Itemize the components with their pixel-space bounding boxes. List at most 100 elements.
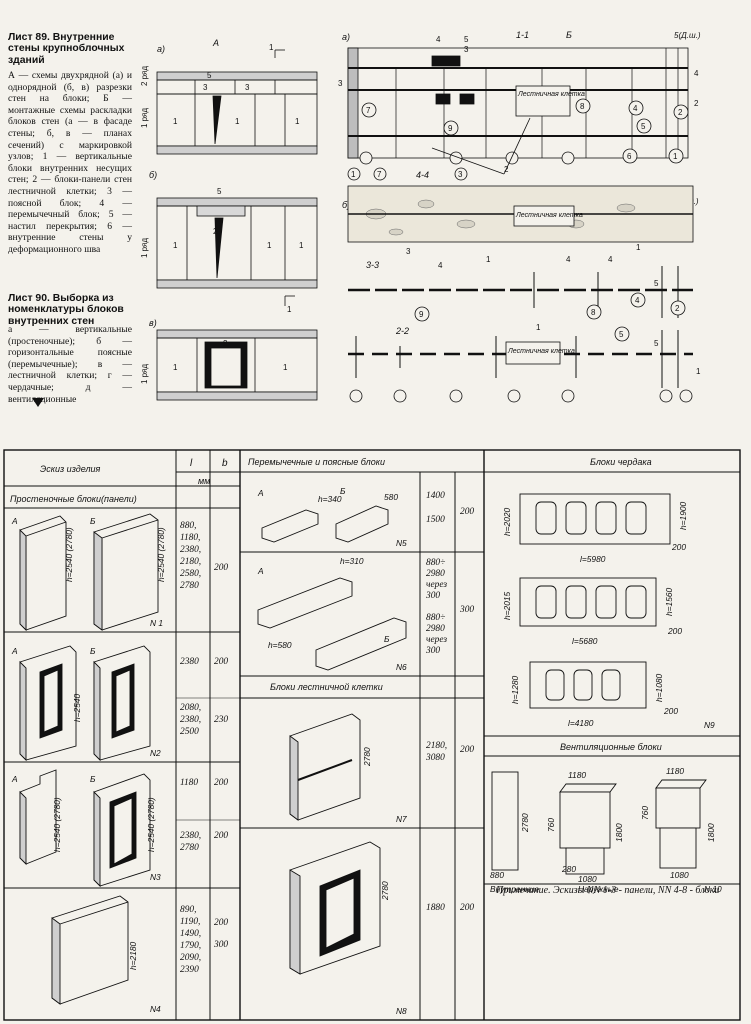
- sketch-n8: [289, 841, 381, 975]
- sec-prost: Простеночные блоки(панели): [10, 494, 137, 504]
- row1-label: 1 ряд: [140, 108, 149, 128]
- s1-l: 2180, 3080: [426, 741, 448, 763]
- svg-text:2780: 2780: [380, 881, 390, 901]
- svg-text:3: 3: [458, 170, 463, 179]
- crack-b: [214, 217, 224, 279]
- sketch-n3: [19, 769, 151, 888]
- label-n7: N7: [396, 814, 407, 824]
- svg-text:h=1560: h=1560: [664, 587, 674, 616]
- svg-text:580: 580: [384, 492, 398, 502]
- svg-text:5(Д.ш.): 5(Д.ш.): [674, 31, 701, 40]
- svg-text:5: 5: [654, 339, 659, 348]
- p2-l: 880÷ 2980 через 300 880÷ 2980 через 300: [426, 558, 448, 656]
- sketch-n5: [261, 505, 389, 543]
- svg-text:4: 4: [608, 255, 613, 264]
- sheet89-caption: А — схемы двухрядной (а) и однорядной (б…: [8, 70, 132, 255]
- svg-text:4: 4: [633, 104, 638, 113]
- svg-text:б): б): [342, 200, 350, 210]
- svg-text:8: 8: [580, 102, 585, 111]
- svg-text:4: 4: [462, 97, 467, 106]
- r2-b2: 230: [214, 715, 229, 725]
- r3-l2: 2380, 2780: [180, 831, 202, 853]
- svg-text:1: 1: [486, 255, 491, 264]
- svg-text:Б: Б: [90, 646, 96, 656]
- svg-text:4: 4: [694, 69, 699, 78]
- svg-text:4: 4: [436, 35, 441, 44]
- svg-text:2: 2: [675, 304, 680, 313]
- svg-text:h=1280: h=1280: [510, 675, 520, 704]
- col-l-header: l: [190, 458, 193, 469]
- svg-text:h=2540 (2780): h=2540 (2780): [52, 797, 62, 852]
- slab-v-bottom: [156, 391, 318, 401]
- svg-text:А: А: [11, 646, 18, 656]
- slab-b-top: [156, 197, 318, 207]
- svg-text:А: А: [257, 566, 264, 576]
- section-1-1: 1-1: [516, 30, 529, 40]
- scheme-v-label: в): [149, 318, 157, 328]
- svg-text:Лестничная клетка: Лестничная клетка: [515, 212, 583, 219]
- svg-text:h=1080: h=1080: [654, 673, 664, 702]
- table-note: Примечание. Эскизы NN 1-3 - панели, NN 4…: [496, 885, 720, 896]
- label-n2: N2: [150, 748, 161, 758]
- stair-label-1: Лестничная клетка: [517, 91, 585, 98]
- sheet90-caption: а — вертикальные (простеночные); б — гор…: [8, 324, 132, 405]
- svg-text:1: 1: [173, 117, 178, 126]
- sheet89-title: Лист 89. Внутренние стены крупноблочных …: [8, 32, 125, 66]
- svg-text:h=2540 (2780): h=2540 (2780): [156, 527, 166, 582]
- svg-text:1180: 1180: [666, 766, 684, 776]
- col-b-header: b: [222, 458, 228, 469]
- sketch-n9: [519, 493, 671, 709]
- continue-arrow-icon: [32, 398, 44, 407]
- svg-text:3: 3: [245, 83, 250, 92]
- svg-text:1: 1: [295, 117, 300, 126]
- svg-text:2: 2: [223, 339, 228, 348]
- svg-text:h=580: h=580: [268, 640, 292, 650]
- section-3-3: 3-3: [366, 260, 379, 270]
- r1-b: 200: [214, 563, 229, 573]
- label-inner: Внутренние: [490, 884, 539, 894]
- label-n6: N6: [396, 662, 407, 672]
- svg-text:h=1900: h=1900: [678, 501, 688, 530]
- section-2-2: 2-2: [395, 326, 409, 336]
- r3-b1: 200: [214, 778, 229, 788]
- p1-l: 1400 1500: [426, 491, 445, 525]
- svg-text:200: 200: [667, 626, 682, 636]
- scheme-a-drawing: а) А 2 ряд 1 ряд 3 3 5 1 1 1 1 б) 5 2 1 …: [140, 38, 318, 401]
- svg-text:2780: 2780: [362, 747, 372, 767]
- scheme-b-label: б): [149, 170, 157, 180]
- label-n10: N 10: [704, 884, 722, 894]
- svg-text:l=5680: l=5680: [572, 636, 598, 646]
- sketch-n1: [19, 513, 159, 632]
- sheet90-title: Лист 90. Выборка из номенклатуры блоков …: [8, 293, 124, 327]
- label-n9: N9: [704, 720, 715, 730]
- svg-text:2: 2: [694, 99, 699, 108]
- r1-l: 880, 1180, 2380, 2180, 2580, 2780: [180, 521, 202, 591]
- label-n3: N3: [150, 872, 161, 882]
- svg-text:4: 4: [635, 296, 640, 305]
- label-outer: Наружные: [578, 884, 619, 894]
- svg-text:1: 1: [173, 363, 178, 372]
- svg-text:1800: 1800: [706, 823, 716, 842]
- label-n5: N5: [396, 538, 407, 548]
- svg-text:l=5980: l=5980: [580, 554, 606, 564]
- svg-text:Б: Б: [340, 486, 346, 496]
- svg-text:h=2540 (2780): h=2540 (2780): [146, 797, 156, 852]
- svg-text:3: 3: [203, 83, 208, 92]
- svg-text:1800: 1800: [614, 823, 624, 842]
- svg-text:280: 280: [561, 864, 576, 874]
- svg-text:1: 1: [299, 241, 304, 250]
- svg-text:5: 5: [619, 330, 624, 339]
- scheme-a-mark: А: [212, 38, 219, 48]
- slab-b-bottom: [156, 279, 318, 289]
- slab-a-top: [156, 71, 318, 81]
- svg-text:7: 7: [366, 106, 371, 115]
- svg-text:5: 5: [217, 187, 222, 196]
- slab-a-bottom: [156, 145, 318, 155]
- svg-text:760: 760: [640, 806, 650, 820]
- svg-text:4: 4: [566, 255, 571, 264]
- svg-text:8: 8: [591, 308, 596, 317]
- r2-b1: 200: [214, 657, 229, 667]
- svg-text:А: А: [11, 516, 18, 526]
- svg-text:2: 2: [678, 108, 683, 117]
- col-sketch-header: Эскиз изделия: [40, 464, 101, 474]
